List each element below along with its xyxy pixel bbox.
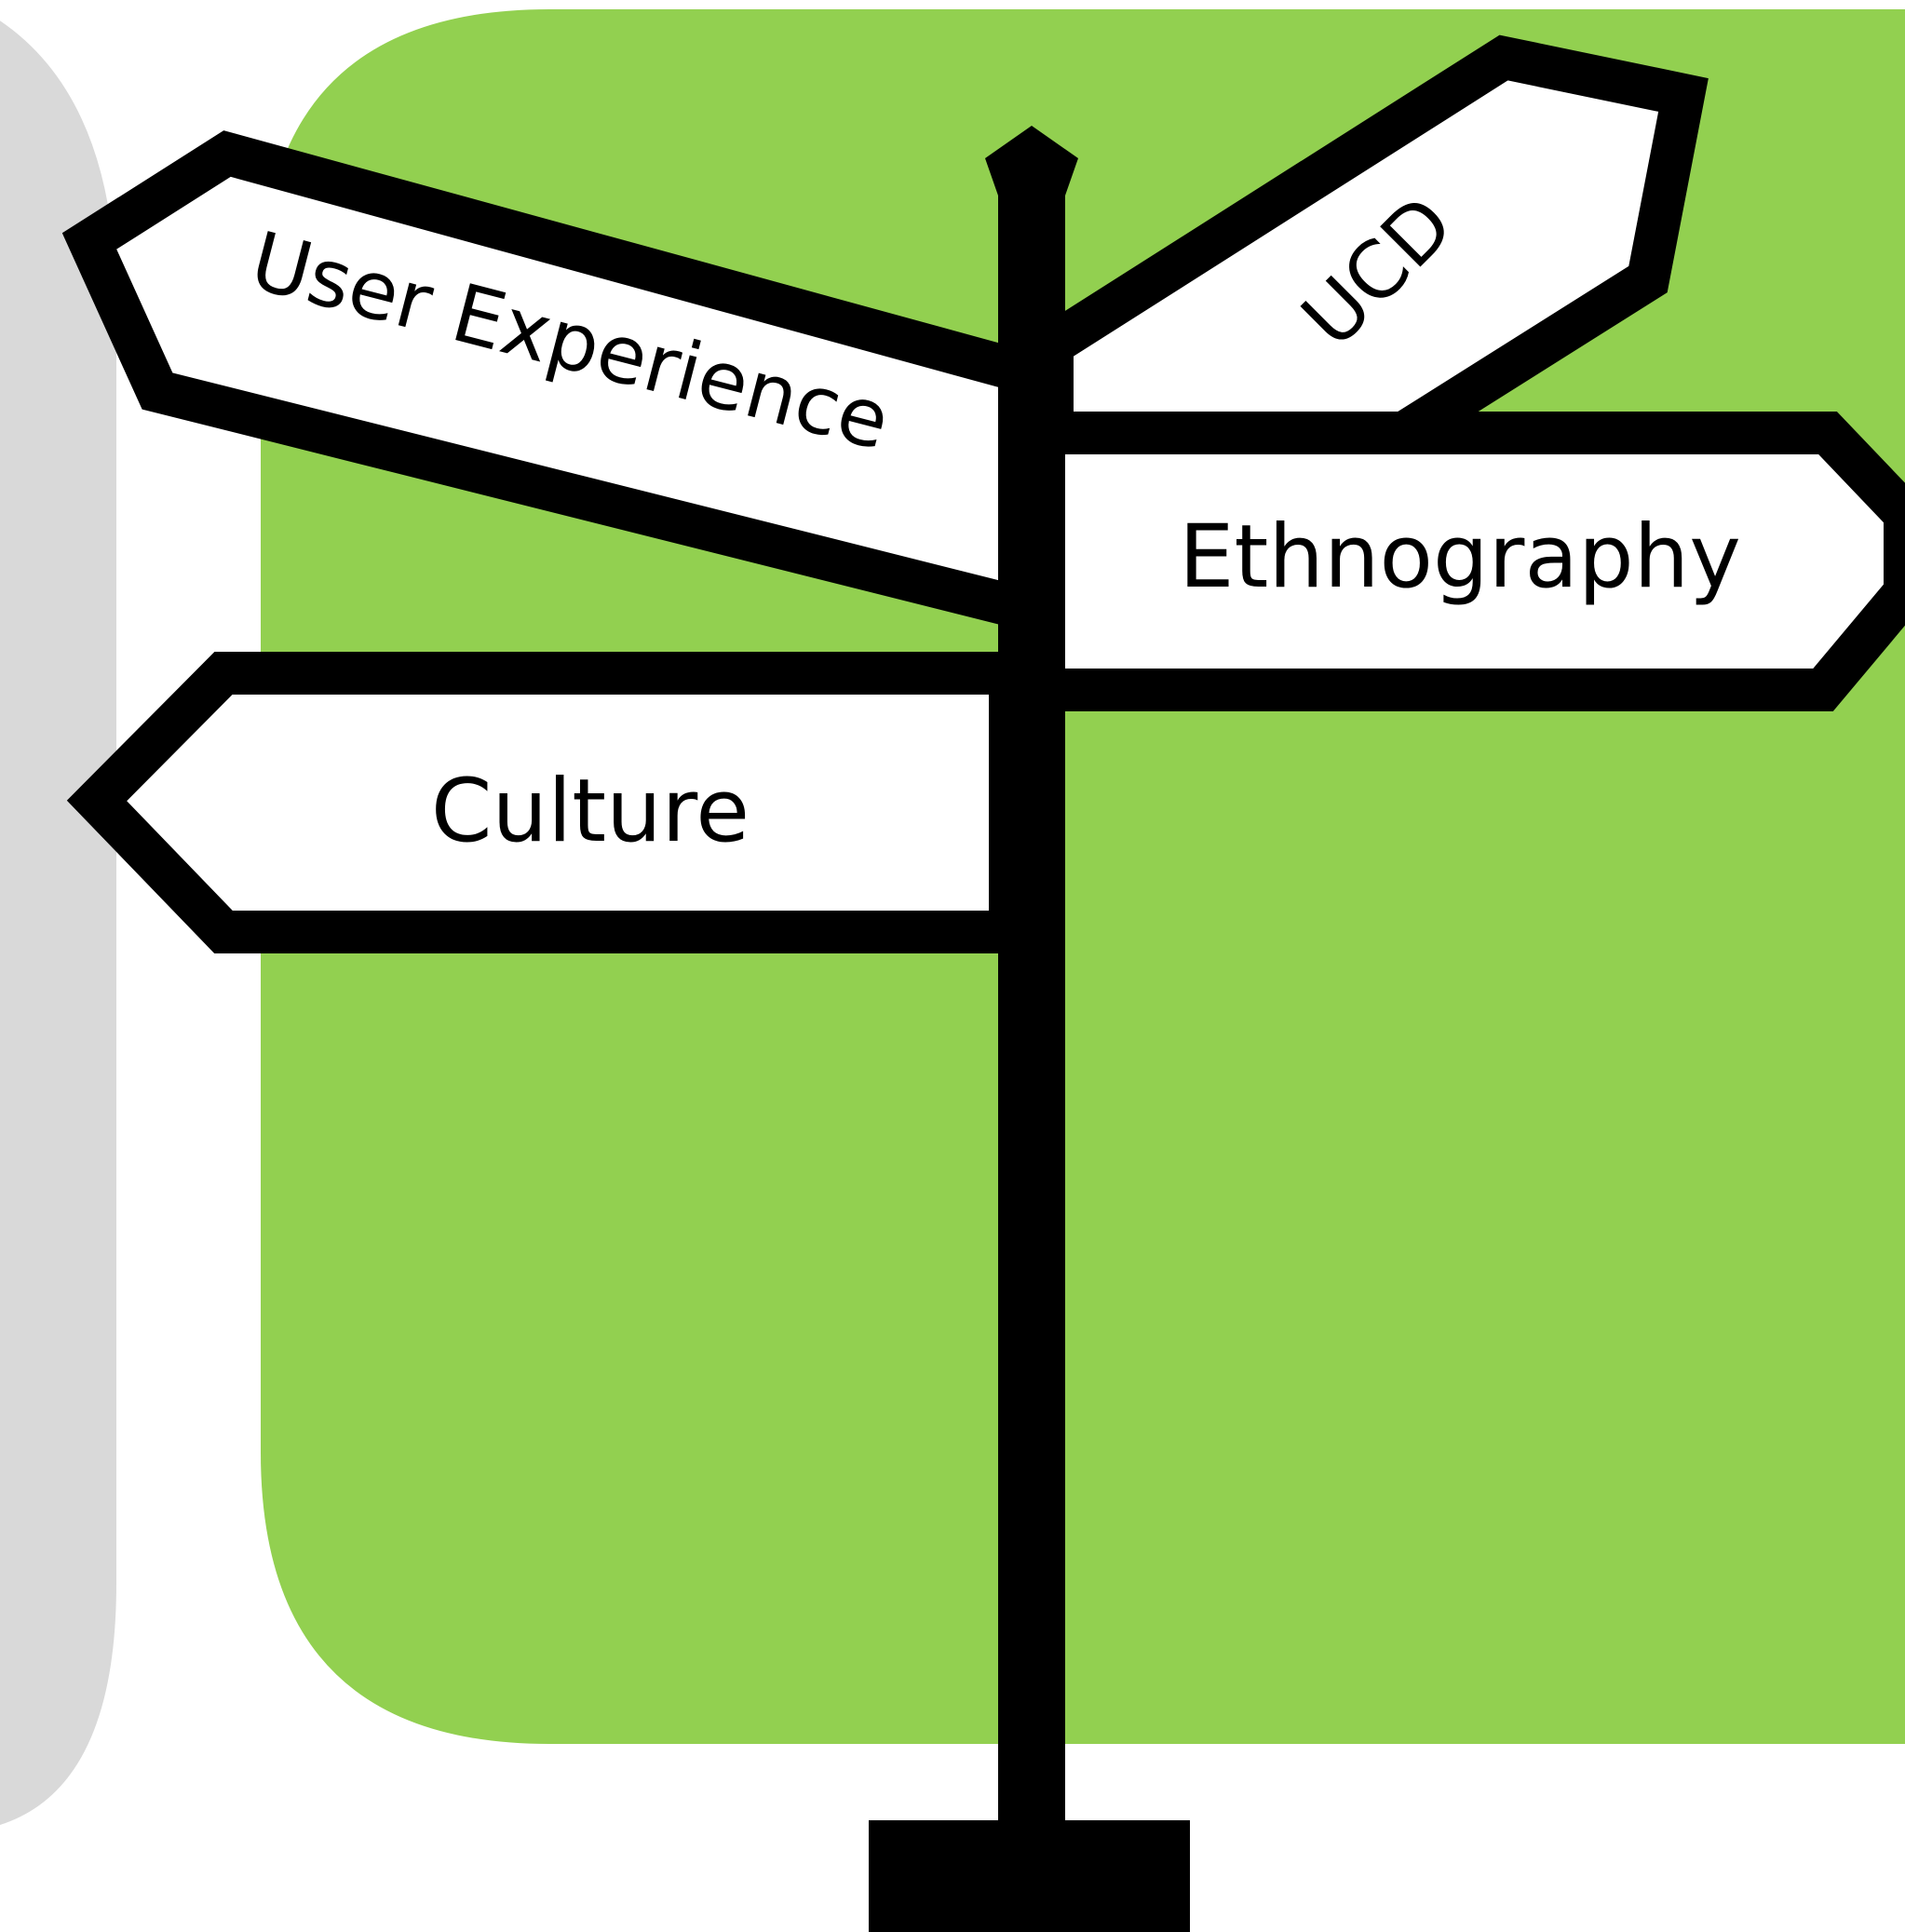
signpost-finial xyxy=(985,126,1078,196)
signpost-base xyxy=(869,1820,1190,1932)
ethnography-label: Ethnography xyxy=(1179,507,1741,608)
gray-panel xyxy=(0,20,116,1825)
culture-label: Culture xyxy=(431,761,750,862)
signpost-pole xyxy=(998,182,1065,1895)
